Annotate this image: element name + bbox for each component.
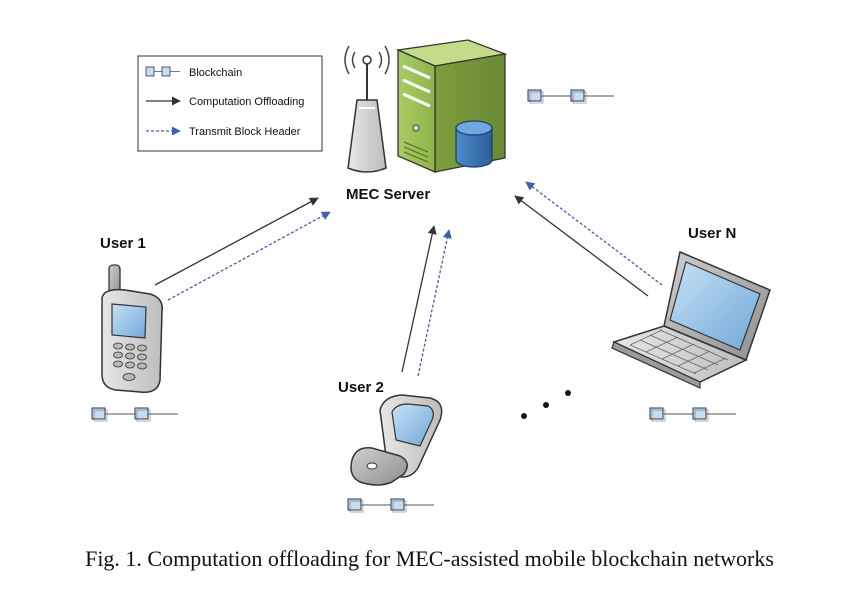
user-1-blockchain [91, 407, 179, 422]
legend-offloading-label: Computation Offloading [189, 96, 304, 108]
flip-phone-icon [350, 394, 443, 486]
user-2-offloading-arrow [401, 225, 437, 373]
legend: Blockchain Computation Offloading Transm… [137, 55, 323, 152]
antenna-icon [344, 45, 390, 173]
more-users-ellipsis [521, 390, 571, 419]
legend-blockchain-icon [145, 66, 180, 77]
user-1: User 1 [91, 235, 179, 422]
legend-header-label: Transmit Block Header [189, 126, 301, 138]
database-icon [455, 120, 493, 168]
user-n: User N [611, 225, 771, 422]
user-2-blockchain [347, 498, 435, 513]
user-2: User 2 [338, 379, 443, 513]
user-n-header-arrow [525, 181, 663, 286]
user-n-label: User N [688, 225, 736, 242]
user-1-offloading-arrow [154, 197, 319, 286]
user-n-blockchain [649, 407, 737, 422]
user-n-offloading-arrow [514, 195, 649, 297]
server-label: MEC Server [346, 186, 430, 203]
user-2-label: User 2 [338, 379, 384, 396]
mec-server: MEC Server [344, 39, 615, 203]
figure-caption: Fig. 1. Computation offloading for MEC-a… [85, 546, 774, 571]
user-1-header-arrow [167, 211, 331, 301]
user-2-header-arrow [417, 229, 452, 377]
arrows [154, 181, 663, 377]
mobile-phone-icon [101, 264, 163, 393]
laptop-icon [611, 250, 771, 389]
server-blockchain [527, 89, 615, 104]
legend-blockchain-label: Blockchain [189, 67, 242, 79]
user-1-label: User 1 [100, 235, 146, 252]
